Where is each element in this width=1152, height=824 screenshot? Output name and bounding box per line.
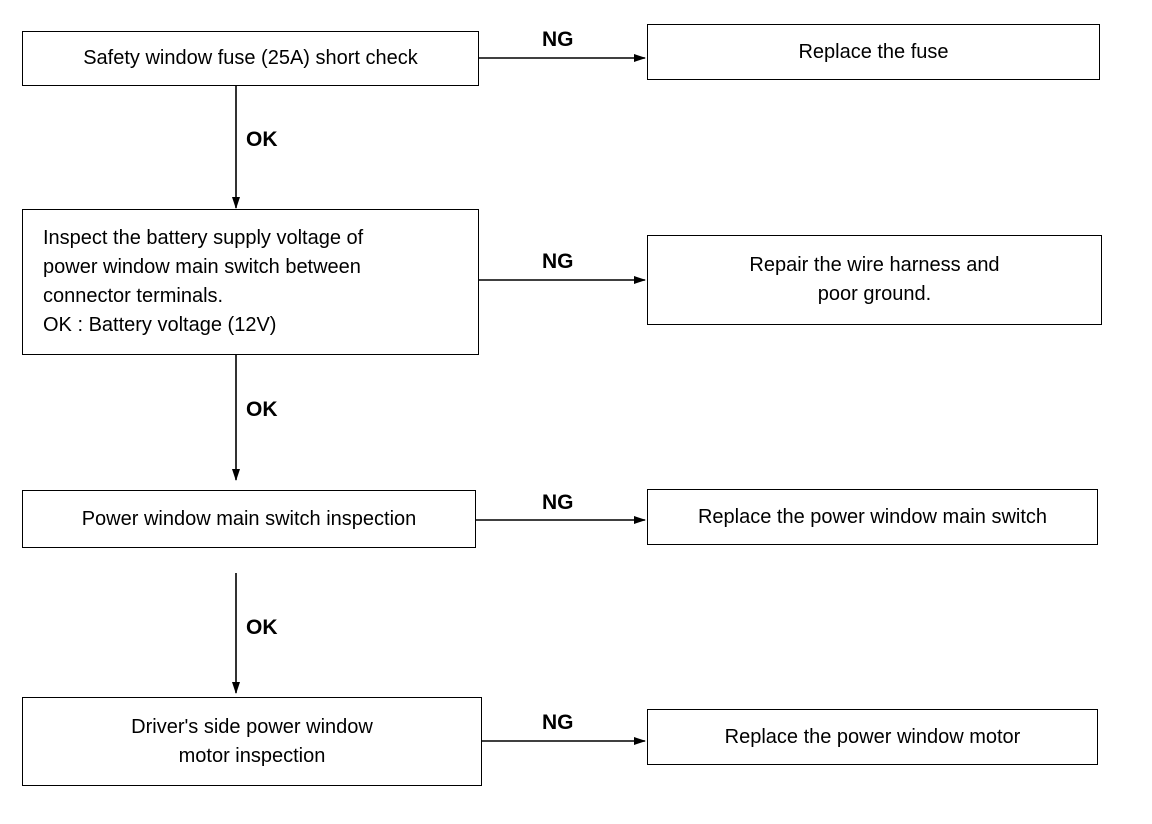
replace-main-switch-text: Replace the power window main switch bbox=[697, 505, 1048, 528]
replace-fuse-box: Replace the fuse bbox=[647, 24, 1100, 80]
motor-inspection-box: Driver's side power window motor inspect… bbox=[22, 697, 482, 786]
replace-fuse-text: Replace the fuse bbox=[798, 40, 949, 63]
ok-label-3: OK bbox=[246, 616, 278, 639]
ng-label-2: NG bbox=[542, 250, 574, 273]
repair-wire-harness-text: Repair the wire harness and poor ground. bbox=[749, 254, 1000, 305]
replace-main-switch-box: Replace the power window main switch bbox=[647, 489, 1098, 545]
ok-label-2: OK bbox=[246, 398, 278, 421]
ng-label-3: NG bbox=[542, 491, 574, 514]
repair-wire-harness-box: Repair the wire harness and poor ground. bbox=[647, 235, 1102, 325]
motor-inspection-text: Driver's side power window motor inspect… bbox=[131, 715, 373, 767]
replace-motor-text: Replace the power window motor bbox=[724, 725, 1021, 748]
main-switch-inspection-box: Power window main switch inspection bbox=[22, 490, 476, 548]
battery-voltage-inspection-text: Inspect the battery supply voltage of po… bbox=[43, 227, 364, 336]
fuse-short-check-box: Safety window fuse (25A) short check bbox=[22, 31, 479, 86]
ng-label-1: NG bbox=[542, 28, 574, 51]
replace-motor-box: Replace the power window motor bbox=[647, 709, 1098, 765]
ok-label-1: OK bbox=[246, 128, 278, 151]
fuse-short-check-text: Safety window fuse (25A) short check bbox=[83, 47, 418, 69]
main-switch-inspection-text: Power window main switch inspection bbox=[81, 507, 417, 530]
battery-voltage-inspection-box: Inspect the battery supply voltage of po… bbox=[22, 209, 479, 355]
ng-label-4: NG bbox=[542, 711, 574, 734]
